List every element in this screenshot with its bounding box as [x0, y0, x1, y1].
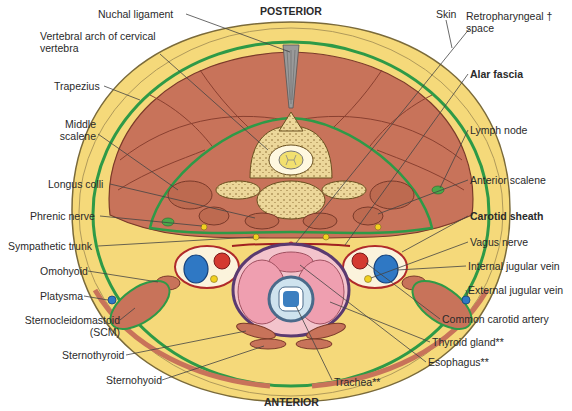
leader-line	[186, 14, 290, 52]
leader-line	[446, 20, 452, 48]
leader-line	[162, 346, 264, 380]
part-label: Sternocleidomastoid (SCM)	[4, 314, 120, 338]
leader-line	[366, 263, 440, 319]
middle-scalene	[168, 181, 212, 209]
common-carotid-artery	[214, 253, 230, 269]
leader-line	[98, 134, 178, 190]
part-label: Sternohyoid	[106, 374, 162, 386]
ligament-fibres	[287, 50, 295, 104]
phrenic-nerve	[201, 224, 207, 230]
sternohyoid-muscle	[296, 339, 332, 349]
part-label: Vagus nerve	[470, 236, 528, 248]
part-label: Trapezius	[54, 80, 100, 92]
leader-line	[120, 308, 135, 320]
external-jugular-vein	[462, 296, 470, 304]
leader-line	[466, 290, 468, 297]
leader-line	[371, 242, 468, 278]
internal-jugular-vein	[184, 255, 208, 283]
carotid-sheath	[343, 246, 407, 288]
part-label: External jugular vein	[468, 284, 563, 296]
sternocleidomastoid-muscle	[404, 272, 479, 339]
carotid-sheath	[175, 246, 239, 288]
part-label: ANTERIOR	[264, 396, 319, 408]
leader-line	[84, 296, 108, 300]
part-label: Retropharyngeal † space	[466, 10, 570, 34]
part-label: Nuchal ligament	[98, 8, 173, 20]
spinous-process	[279, 112, 303, 131]
part-label: Esophagus**	[428, 356, 489, 368]
part-label: Platysma	[40, 290, 83, 302]
leader-line	[300, 265, 426, 362]
leader-lines	[84, 14, 470, 380]
part-label: Thyroid gland**	[432, 336, 504, 348]
leader-line	[296, 28, 470, 243]
part-label: Longus colli	[48, 178, 103, 190]
leader-line	[100, 216, 202, 226]
nuchal-ligament	[283, 45, 299, 108]
investing-fascia	[93, 42, 489, 386]
part-label: Sympathetic trunk	[8, 240, 92, 252]
muscle-division	[367, 95, 432, 150]
part-label: Skin	[436, 8, 456, 20]
grey-matter	[286, 155, 296, 165]
leader-line	[402, 216, 468, 252]
anterior-scalene	[199, 207, 229, 225]
leader-line	[110, 184, 255, 218]
part-label: Vertebral arch of cervical vertebra	[40, 30, 188, 54]
trachea-lumen	[283, 291, 299, 307]
part-label: Lymph node	[470, 124, 527, 136]
part-label: Carotid sheath	[470, 210, 544, 222]
longus-colli	[245, 213, 279, 229]
leader-line	[397, 266, 466, 270]
leader-line	[440, 130, 468, 188]
leader-line	[330, 302, 430, 342]
transverse-process	[216, 181, 260, 199]
leader-line	[160, 54, 268, 150]
part-label: Internal jugular vein	[468, 260, 560, 272]
spinal-cord	[279, 151, 303, 169]
leader-line	[98, 237, 254, 246]
common-carotid-artery	[352, 253, 368, 269]
anterior-scalene	[353, 207, 383, 225]
sympathetic-trunk	[323, 234, 329, 240]
vagus-nerve	[211, 276, 218, 283]
leader-line	[378, 180, 468, 214]
external-jugular-vein	[108, 296, 116, 304]
leader-line	[104, 86, 140, 100]
part-label: Omohyoid	[40, 265, 88, 277]
middle-scalene	[370, 181, 414, 209]
phrenic-nerve	[375, 224, 381, 230]
trachea	[269, 277, 313, 321]
prevertebral-fascia	[150, 118, 432, 233]
spinal-canal	[269, 145, 313, 175]
sternohyoid-muscle	[250, 339, 286, 349]
part-label: Anterior scalene	[470, 174, 546, 186]
leader-line	[126, 331, 246, 355]
part-label: POSTERIOR	[260, 5, 322, 17]
part-label: Middle scalene	[40, 118, 96, 142]
skin-layer	[79, 28, 503, 396]
trachea-ring	[279, 287, 303, 311]
vertebral-arch	[250, 126, 332, 178]
part-label: Common carotid artery	[442, 313, 549, 325]
leader-line	[345, 74, 468, 245]
muscle-division	[150, 95, 215, 150]
skin-outline	[72, 22, 510, 402]
part-label: Trachea**	[334, 376, 380, 388]
leader-line	[88, 271, 158, 282]
vagus-nerve	[365, 276, 372, 283]
part-label: Sternothyroid	[62, 349, 124, 361]
visceral-compartment	[233, 244, 349, 336]
part-label: Phrenic nerve	[30, 210, 95, 222]
leader-line	[296, 306, 332, 380]
part-label: Alar fascia	[470, 68, 523, 80]
longus-colli	[303, 213, 337, 229]
